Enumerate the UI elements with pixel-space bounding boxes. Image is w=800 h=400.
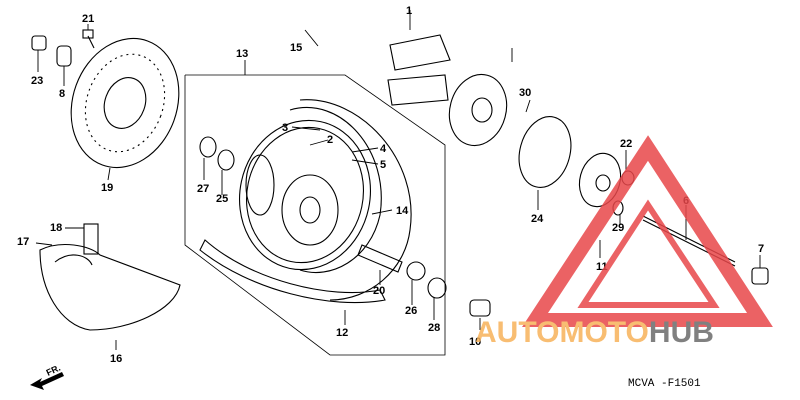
part-number-5: 5 — [380, 159, 386, 171]
part-number-23: 23 — [31, 75, 43, 87]
part-number-12: 12 — [336, 327, 348, 339]
part-number-26: 26 — [405, 305, 417, 317]
part-number-callouts: 1 2 3 4 5 6 7 8 10 11 12 13 14 15 16 17 … — [17, 5, 764, 365]
part-number-10: 10 — [469, 336, 481, 348]
exploded-view-drawing — [30, 29, 769, 390]
part-number-20: 20 — [373, 285, 385, 297]
part-number-29: 29 — [612, 222, 624, 234]
part-number-18: 18 — [50, 222, 62, 234]
watermark-text-auto: AUTO — [475, 316, 559, 349]
watermark-text: AUTOMOTOHUB — [475, 316, 714, 349]
watermark-text-moto: MOTO — [559, 316, 648, 349]
tire-drawing — [199, 99, 412, 304]
drawing-code: MCVA -F1501 — [628, 378, 701, 390]
part-number-13: 13 — [236, 48, 248, 60]
assembly-frame — [184, 74, 446, 356]
spacer-bearing-drawing — [357, 244, 447, 299]
bearings-left-drawing — [199, 136, 235, 171]
part-number-17: 17 — [17, 236, 29, 248]
watermark-text-hub: HUB — [649, 316, 714, 349]
o-ring-drawing — [518, 116, 572, 188]
part-number-21: 21 — [82, 13, 94, 25]
fasteners-drawing — [31, 29, 95, 67]
part-number-22: 22 — [620, 138, 632, 150]
part-number-11: 11 — [596, 261, 608, 273]
part-number-30: 30 — [519, 87, 531, 99]
mudguard-drawing — [39, 223, 181, 331]
part-number-8: 8 — [59, 88, 65, 100]
part-number-1: 1 — [406, 5, 412, 17]
part-number-3: 3 — [282, 122, 288, 134]
part-number-19: 19 — [101, 182, 113, 194]
part-number-25: 25 — [216, 193, 228, 205]
part-number-28: 28 — [428, 322, 440, 334]
part-number-16: 16 — [110, 353, 122, 365]
part-number-2: 2 — [327, 134, 333, 146]
wheel-drawing — [238, 107, 382, 274]
front-arrow-icon — [30, 372, 64, 390]
watermark-triangle-icon — [522, 135, 773, 327]
part-number-27: 27 — [197, 183, 209, 195]
leader-lines — [35, 10, 761, 350]
part-number-4: 4 — [380, 143, 387, 155]
part-number-24: 24 — [531, 213, 544, 225]
flange-drawing — [448, 73, 508, 147]
damper-rubbers-drawing — [387, 34, 451, 106]
part-number-14: 14 — [396, 205, 409, 217]
brake-disc-drawing — [70, 37, 180, 169]
part-number-7: 7 — [758, 243, 764, 255]
part-number-15: 15 — [290, 42, 302, 54]
automotohub-watermark: AUTOMOTOHUB — [475, 135, 773, 349]
